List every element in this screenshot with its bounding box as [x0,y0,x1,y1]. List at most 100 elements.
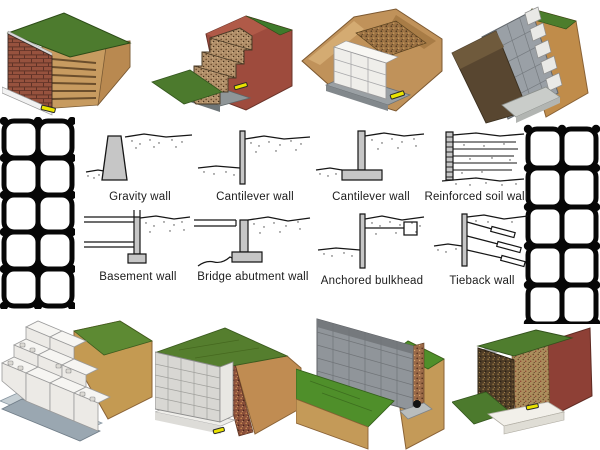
base-slab-edge [155,412,221,434]
ground-line-right [125,134,192,137]
illustration-battered-block-wall [451,6,589,124]
diagram-cantilever-footing-wall: Cantilever wall [314,128,428,206]
illustration-stepped-gabion-wall [151,15,293,112]
wall-body [360,214,365,268]
terrace-front-face [296,398,369,450]
wall-body [240,131,245,184]
grass-ramp [151,69,223,105]
soil-stipple [437,220,513,253]
grass-top [476,329,574,357]
wall-above-ticks [134,210,140,217]
block-joints [155,355,221,419]
gabion-basket-joints [193,37,253,79]
footing-front [503,411,565,435]
diagram-tieback-wall: Tieback wall [432,210,532,292]
base-slab-lower [1,398,101,442]
soil-stipple [253,221,301,234]
ground-line-left [318,248,360,250]
wall-footing [342,170,382,180]
grass-top [245,15,293,36]
drain-pipe [389,90,405,100]
anchored-bulkhead-sketch [316,210,428,272]
tieback-anchors [491,227,525,267]
illustration-block-wall-grass-slope [155,327,302,437]
ground-line-right [467,215,528,219]
soil-stipple [455,143,517,186]
grass-texture [178,339,260,359]
diagram-label: Basement wall [99,271,177,283]
illustration-interlocking-block-wall [0,320,153,442]
ground-line-right [248,217,310,221]
ground-line-right [245,136,310,139]
diagram-anchored-bulkhead: Anchored bulkhead [316,210,428,292]
block-joints [316,323,414,407]
soil-stipple [323,221,421,257]
diagram-bridge-abutment-wall: Bridge abutment wall [192,210,314,292]
diagram-gravity-wall: Gravity wall [84,128,196,206]
soil-stipple [87,139,183,179]
diagram-basement-wall: Basement wall [82,210,194,292]
diagram-reinforced-soil-wall: Reinforced soil wall [424,128,528,206]
ground-line-right [140,216,190,219]
floor-slabs [84,217,134,247]
bridge-deck [194,220,236,226]
reinforced-soil-sketch [424,128,528,186]
drain-pipe [233,82,248,91]
geogrid-cells [525,126,599,324]
footing-edge [516,97,560,123]
soil-stipple [203,140,302,176]
basement-wall-sketch [82,210,194,268]
gravel-backfill [355,20,427,58]
ground-line-left [434,244,462,246]
ground-line-left [316,168,342,170]
drain-pipe [212,426,225,435]
illustration-brick-reinforced-wall [2,12,132,116]
wall-footing [232,252,262,262]
ground-line-slope [198,257,232,266]
geogrid-layers [51,58,97,100]
wall-stem [240,220,248,252]
illustration-gabion-stone-wall [452,327,593,435]
anchor-block [404,222,417,235]
ground-line-right [365,133,424,136]
geogrid-mesh-left [0,117,75,309]
block-joints [333,52,387,94]
wall-footing [128,254,146,263]
cantilever-wall-sketch [196,128,314,188]
diagram-label: Bridge abutment wall [197,271,309,283]
geogrid-nodes [0,117,75,309]
soil-stipple [319,138,417,177]
diagram-label: Reinforced soil wall [424,191,528,203]
gravel-backfill [412,342,425,410]
wall-facing [446,132,453,180]
block-wall-end-cap [219,361,234,423]
timber-berm-top [452,31,504,69]
drain-pipe [40,104,56,114]
wall-stem [358,131,365,170]
drain-pipe [525,403,539,411]
diagram-label: Anchored bulkhead [320,275,424,287]
base-rail [2,86,53,116]
wall-body [462,214,467,266]
geogrid-mesh-right [523,124,600,324]
drain-pipe-outlet [413,400,421,408]
diagram-label: Gravity wall [109,191,171,203]
tieback-tendons [467,222,502,258]
illustration-block-wall-drainage [296,318,445,450]
diagram-cantilever-wall: Cantilever wall [196,128,314,206]
ground-line-top [453,133,524,136]
block-knobs [7,342,96,402]
tieback-wall-sketch [432,210,532,272]
base-slab-edge [326,85,388,111]
gravity-wall-sketch [84,128,196,188]
grass-top [6,12,132,58]
bridge-abutment-sketch [192,210,314,268]
grass-top [73,320,153,356]
ground-line-right [365,216,424,220]
ground-line-bottom [442,178,524,181]
grass-texture [309,380,373,412]
white-facing-blocks [524,6,563,92]
diagram-label: Cantilever wall [216,191,294,203]
soil-inner-face-right [390,15,436,49]
